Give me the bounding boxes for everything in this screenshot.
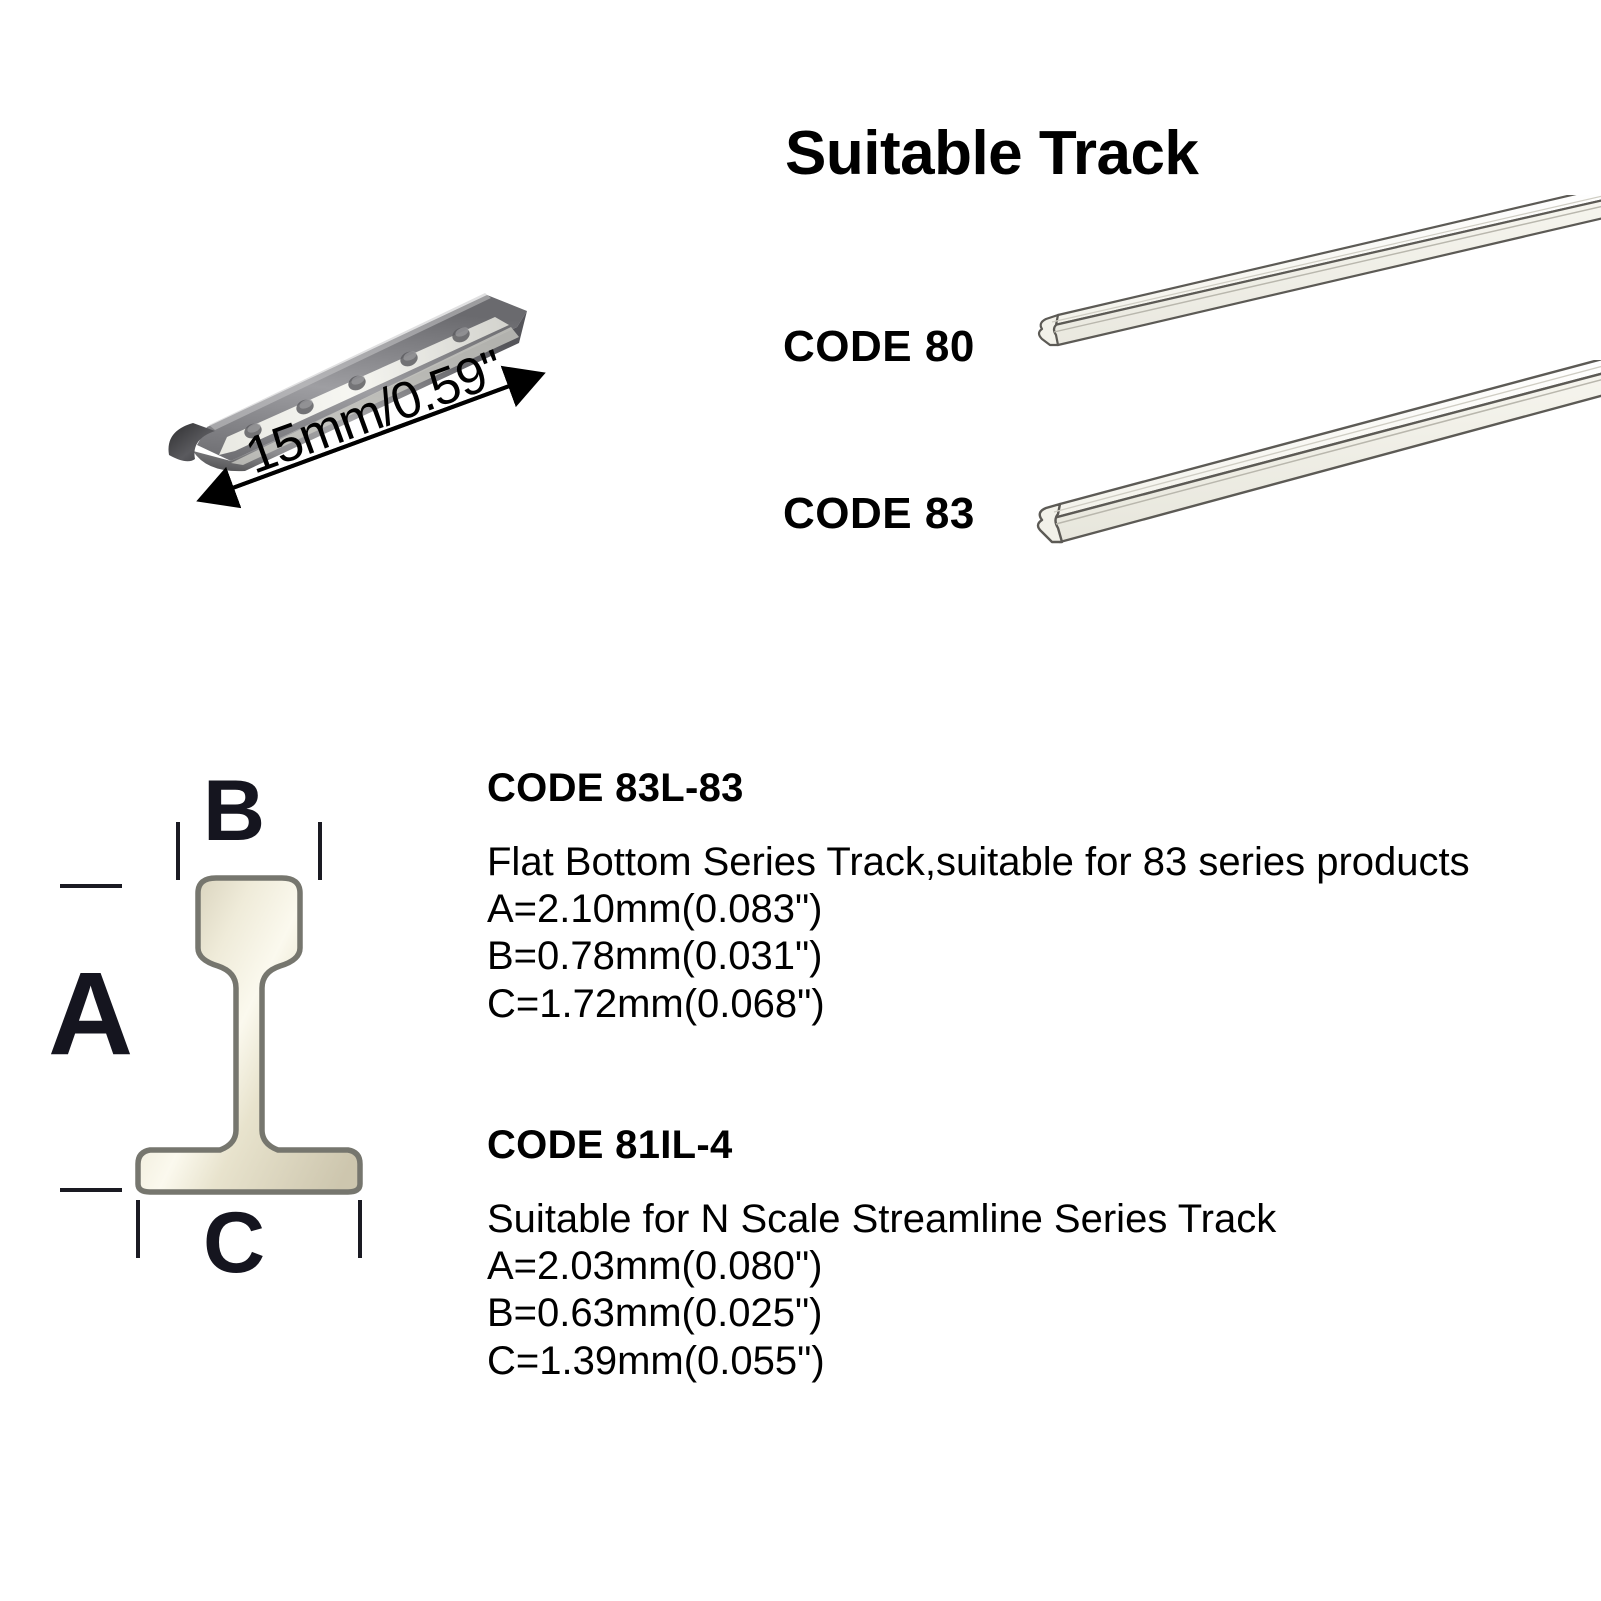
spec-dimension-b: B=0.78mm(0.031") [487,934,823,979]
rail-profile-diagram [30,760,450,1320]
spec-dimension-a: A=2.10mm(0.083") [487,887,823,932]
dimension-label-a: A [48,948,134,1080]
spec-block-code-83l-83: CODE 83L-83 Flat Bottom Series Track,sui… [487,766,1470,1028]
code-80-label: CODE 80 [783,322,975,371]
rail-joiner-photo [135,265,555,475]
spec-heading: CODE 83L-83 [487,766,744,810]
spec-description: Flat Bottom Series Track,suitable for 83… [487,840,1470,884]
code-83-label: CODE 83 [783,489,975,538]
joiner-dimension-arrow [170,350,570,530]
spec-block-code-81il-4: CODE 81IL-4 Suitable for N Scale Streaml… [487,1123,1276,1385]
code-80-rail-bar [1028,187,1601,360]
spec-dimension-b: B=0.63mm(0.025") [487,1291,823,1336]
code-83-rail-bar [1028,358,1601,545]
spec-dimension-c: C=1.72mm(0.068") [487,981,825,1026]
dimension-label-b: B [203,763,266,859]
page-title: Suitable Track [785,119,1199,188]
dimension-label-c: C [203,1195,266,1291]
spec-dimension-a: A=2.03mm(0.080") [487,1244,823,1289]
spec-dimension-c: C=1.39mm(0.055") [487,1338,825,1383]
spec-description: Suitable for N Scale Streamline Series T… [487,1197,1277,1241]
spec-heading: CODE 81IL-4 [487,1123,733,1167]
